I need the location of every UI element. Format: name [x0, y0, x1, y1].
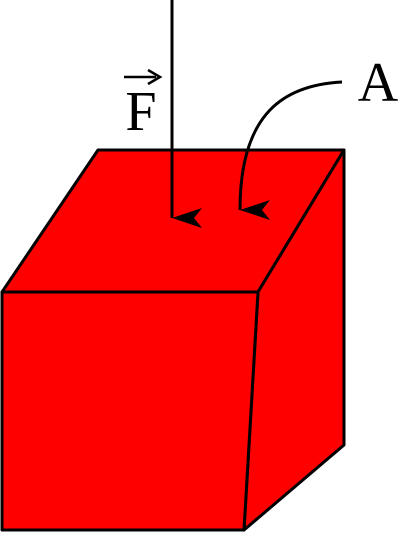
cube-front-face — [0, 290, 260, 532]
vector-arrow-head — [147, 68, 163, 86]
area-label: A — [358, 52, 399, 114]
cube — [0, 148, 346, 532]
force-label: F — [125, 81, 156, 143]
area-pointer-arrow — [238, 80, 343, 221]
force-label-group: F — [124, 68, 163, 143]
